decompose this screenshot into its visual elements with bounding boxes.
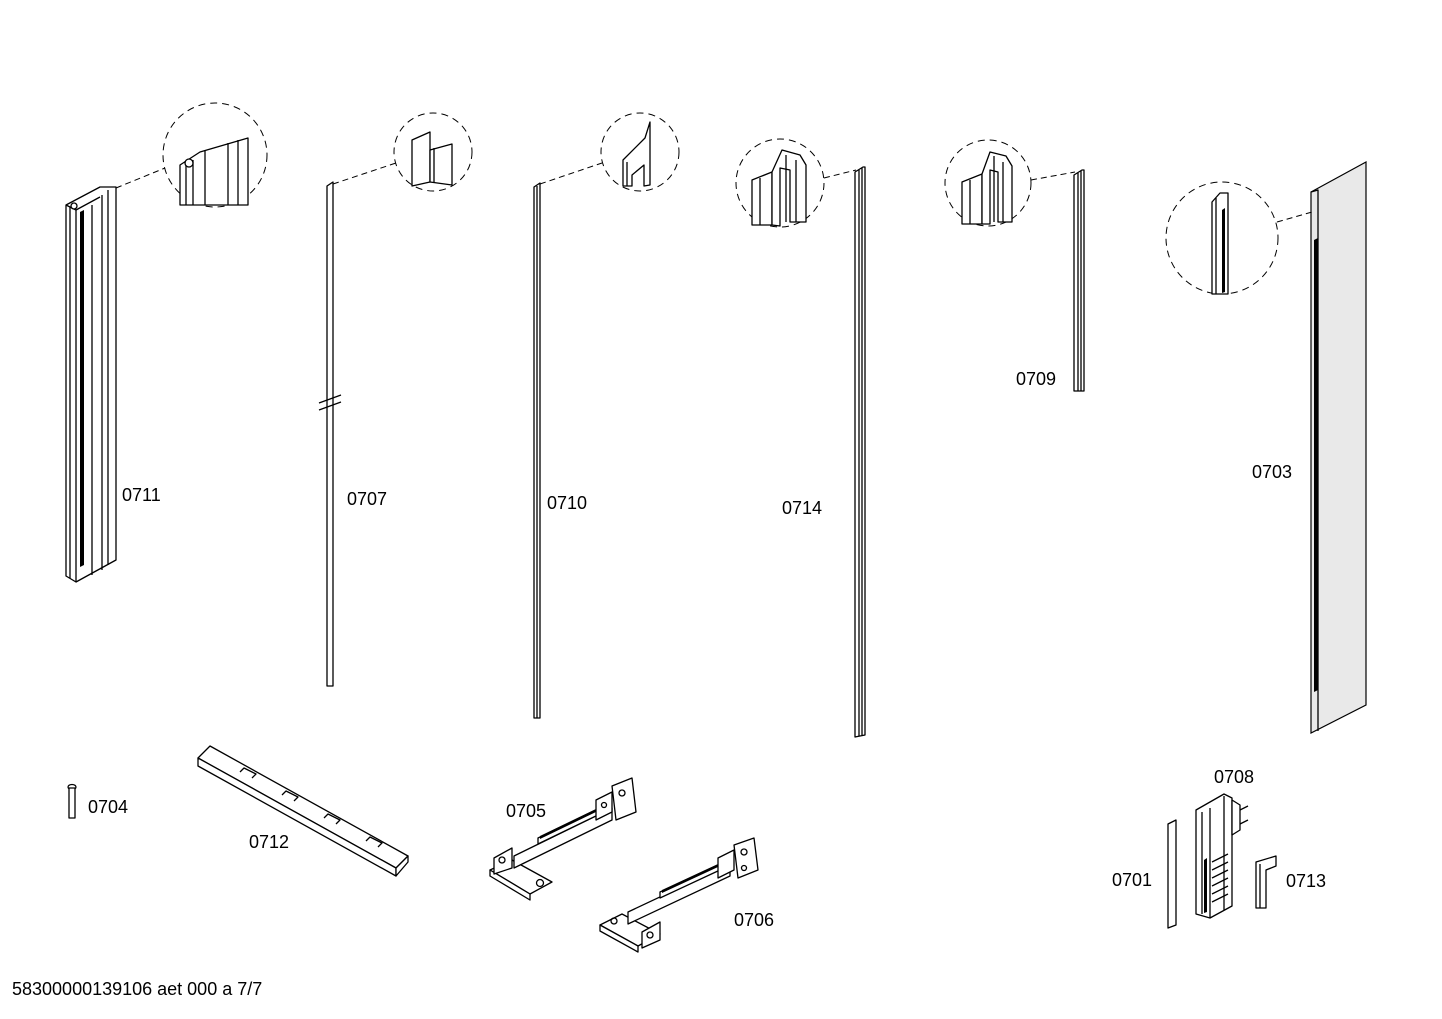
part-label-0707: 0707 bbox=[347, 489, 387, 509]
part-label-0713: 0713 bbox=[1286, 871, 1326, 891]
part-label-0706: 0706 bbox=[734, 910, 774, 930]
detail-0710 bbox=[539, 112, 680, 192]
part-0714-profile[interactable] bbox=[854, 166, 866, 738]
part-label-0708: 0708 bbox=[1214, 767, 1254, 787]
part-0708-hinge[interactable] bbox=[1195, 793, 1249, 919]
part-0706-runner[interactable] bbox=[599, 837, 759, 953]
part-label-0709: 0709 bbox=[1016, 369, 1056, 389]
detail-0714 bbox=[735, 138, 857, 228]
detail-0709 bbox=[944, 139, 1076, 227]
part-label-0705: 0705 bbox=[506, 801, 546, 821]
part-0709-profile[interactable] bbox=[1073, 169, 1085, 392]
part-0704-pin[interactable] bbox=[67, 783, 77, 819]
detail-0703 bbox=[1165, 181, 1313, 295]
part-0703-panel[interactable] bbox=[1310, 160, 1367, 734]
part-0707-strip[interactable] bbox=[318, 181, 342, 687]
part-0713-clip[interactable] bbox=[1255, 855, 1277, 909]
part-label-0703: 0703 bbox=[1252, 462, 1292, 482]
detail-0711 bbox=[115, 102, 268, 208]
part-label-0704: 0704 bbox=[88, 797, 128, 817]
part-0712-bracket[interactable] bbox=[197, 745, 409, 877]
document-id: 58300000139106 aet 000 a 7/7 bbox=[12, 979, 263, 999]
part-label-0712: 0712 bbox=[249, 832, 289, 852]
part-0710-strip[interactable] bbox=[533, 182, 541, 719]
part-0705-runner[interactable] bbox=[489, 777, 637, 901]
part-0701-strip[interactable] bbox=[1167, 819, 1177, 929]
part-label-0714: 0714 bbox=[782, 498, 822, 518]
detail-0707 bbox=[332, 112, 473, 192]
part-label-0711: 0711 bbox=[122, 485, 161, 505]
part-label-0701: 0701 bbox=[1112, 870, 1152, 890]
part-label-0710: 0710 bbox=[547, 493, 587, 513]
part-0711-profile[interactable] bbox=[65, 186, 117, 583]
